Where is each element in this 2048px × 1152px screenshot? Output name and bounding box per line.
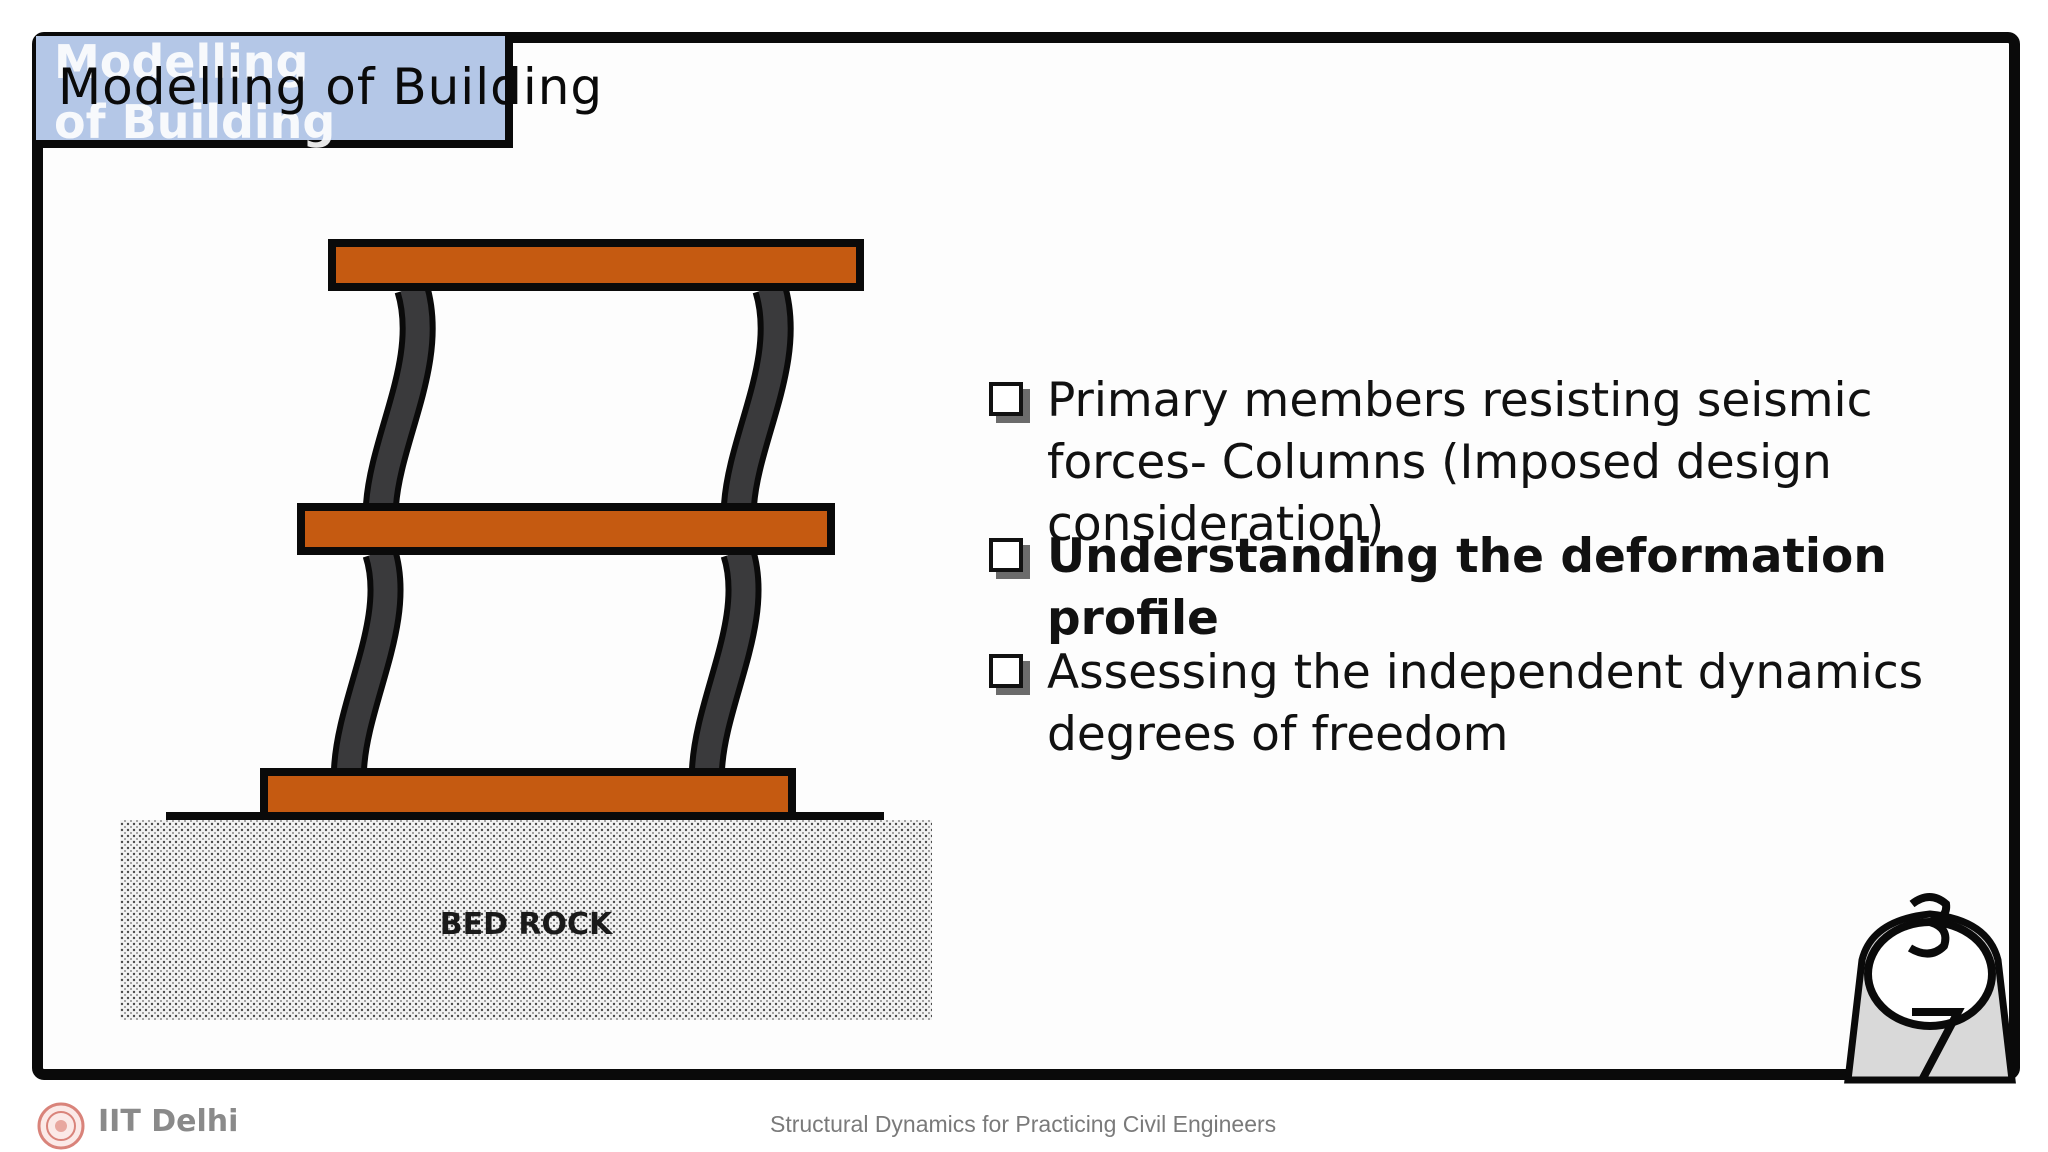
- slab-base: [260, 768, 796, 820]
- iit-delhi-emblem-icon: [37, 1102, 85, 1150]
- square-bullet-icon: [989, 382, 1023, 416]
- bullet-text: Assessing the independent dynamics degre…: [1047, 645, 1924, 762]
- bullet-item-primary-members: Primary members resisting seismic forces…: [985, 370, 1945, 556]
- bullet-text: Primary members resisting seismic forces…: [1047, 373, 1873, 552]
- square-bullet-icon: [989, 538, 1023, 572]
- square-bullet-icon: [989, 654, 1023, 688]
- bullet-item-deformation-profile: Understanding the deformation profile: [985, 526, 1945, 650]
- title-box: [36, 36, 513, 148]
- slide-title: Modelling of Building: [58, 58, 604, 116]
- bullet-item-degrees-of-freedom: Assessing the independent dynamics degre…: [985, 642, 1945, 766]
- slab-first-floor: [297, 503, 835, 555]
- column-upper-right: [727, 284, 788, 507]
- column-lower-left: [337, 548, 398, 771]
- bed-rock-label: BED ROCK: [440, 907, 614, 942]
- column-upper-left: [369, 284, 430, 507]
- weight-mascot-icon: [1844, 893, 2016, 1084]
- slab-roof: [328, 239, 864, 291]
- bed-rock-ground: [120, 820, 932, 1020]
- bullet-list: Primary members resisting seismic forces…: [985, 370, 1945, 766]
- bullet-text: Understanding the deformation profile: [1047, 529, 1887, 646]
- title-ghost-text: Modelling of Building: [54, 35, 336, 149]
- footer-organization: IIT Delhi: [98, 1104, 239, 1139]
- footer-course-title: Structural Dynamics for Practicing Civil…: [770, 1111, 1277, 1137]
- column-lower-right: [695, 548, 756, 771]
